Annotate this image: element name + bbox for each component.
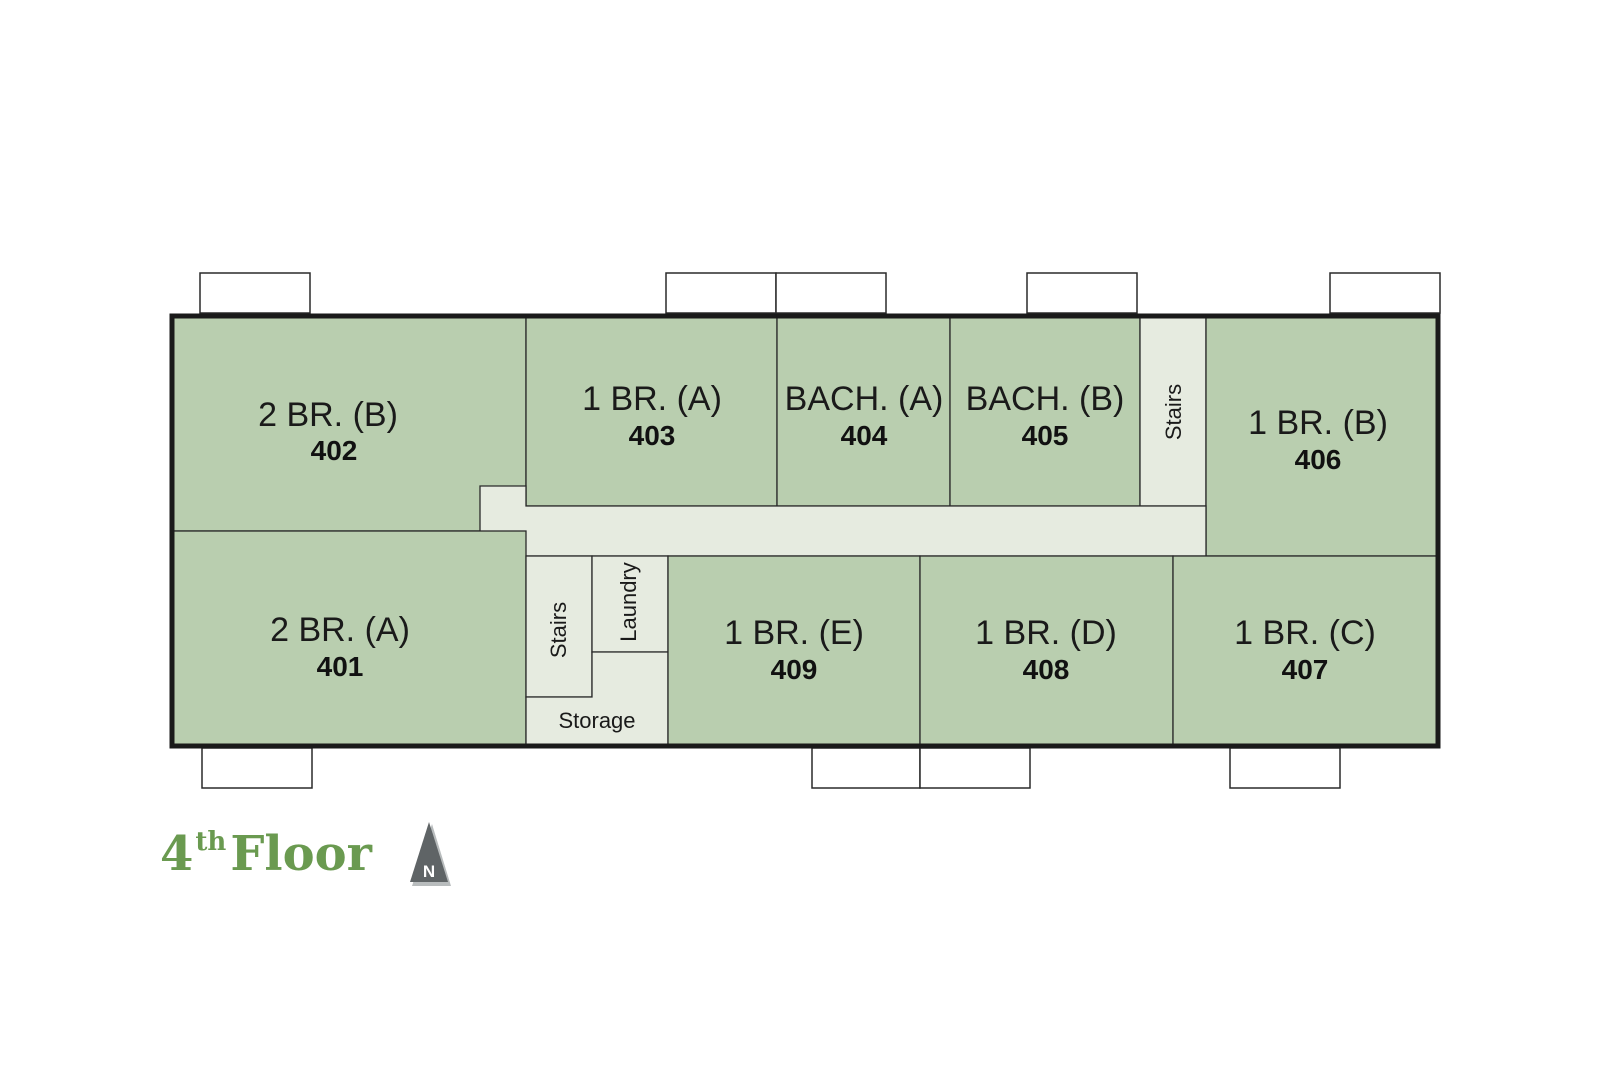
balcony-401 bbox=[201, 747, 313, 789]
balcony-402 bbox=[199, 272, 311, 314]
unit-number-label: 407 bbox=[1282, 654, 1329, 685]
unit-number-label: 406 bbox=[1295, 444, 1342, 475]
unit-type-label: 1 BR. (E) bbox=[724, 614, 864, 652]
unit-type-label: BACH. (A) bbox=[785, 380, 944, 418]
unit-type-label: 2 BR. (B) bbox=[258, 396, 398, 434]
unit-type-label: 1 BR. (A) bbox=[582, 380, 722, 418]
floor-word: Floor bbox=[230, 826, 372, 882]
unit-type-label: 1 BR. (C) bbox=[1234, 614, 1376, 652]
balcony-406 bbox=[1329, 272, 1441, 314]
north-arrow-icon: N bbox=[410, 822, 451, 886]
unit-406[interactable] bbox=[1205, 315, 1439, 557]
stairs-north-label: Stairs bbox=[1161, 384, 1186, 440]
unit-number-label: 409 bbox=[771, 654, 818, 685]
unit-number-label: 402 bbox=[311, 435, 358, 466]
unit-type-label: 1 BR. (D) bbox=[975, 614, 1117, 652]
unit-number-label: 401 bbox=[317, 651, 364, 682]
stairs-south-label: Stairs bbox=[546, 602, 571, 658]
north-arrow-shape bbox=[410, 822, 448, 882]
unit-401[interactable] bbox=[171, 530, 527, 747]
floor-number: 4 bbox=[160, 826, 194, 882]
unit-402[interactable] bbox=[171, 315, 527, 532]
unit-408[interactable] bbox=[919, 555, 1174, 747]
north-label: N bbox=[423, 862, 435, 881]
balcony-405 bbox=[1026, 272, 1138, 314]
unit-403[interactable] bbox=[525, 315, 778, 507]
balcony-404 bbox=[775, 272, 887, 314]
balcony-403 bbox=[665, 272, 777, 314]
floor-ordinal-suffix: th bbox=[195, 827, 227, 857]
unit-number-label: 403 bbox=[629, 420, 676, 451]
stairs-north bbox=[1139, 315, 1207, 507]
balcony-409 bbox=[811, 747, 921, 789]
unit-type-label: 1 BR. (B) bbox=[1248, 404, 1388, 442]
laundry-label: Laundry bbox=[616, 562, 641, 642]
unit-405[interactable] bbox=[949, 315, 1141, 507]
floor-title: 4thFloor bbox=[160, 827, 372, 878]
unit-number-label: 405 bbox=[1022, 420, 1069, 451]
unit-type-label: 2 BR. (A) bbox=[270, 611, 410, 649]
unit-number-label: 404 bbox=[841, 420, 888, 451]
unit-number-label: 408 bbox=[1023, 654, 1070, 685]
building-outline bbox=[169, 313, 1441, 749]
unit-409[interactable] bbox=[667, 555, 921, 747]
storage-label: Storage bbox=[558, 708, 635, 733]
balcony-408 bbox=[919, 747, 1031, 789]
unit-407[interactable] bbox=[1172, 555, 1439, 747]
unit-type-label: BACH. (B) bbox=[966, 380, 1125, 418]
balcony-407 bbox=[1229, 747, 1341, 789]
